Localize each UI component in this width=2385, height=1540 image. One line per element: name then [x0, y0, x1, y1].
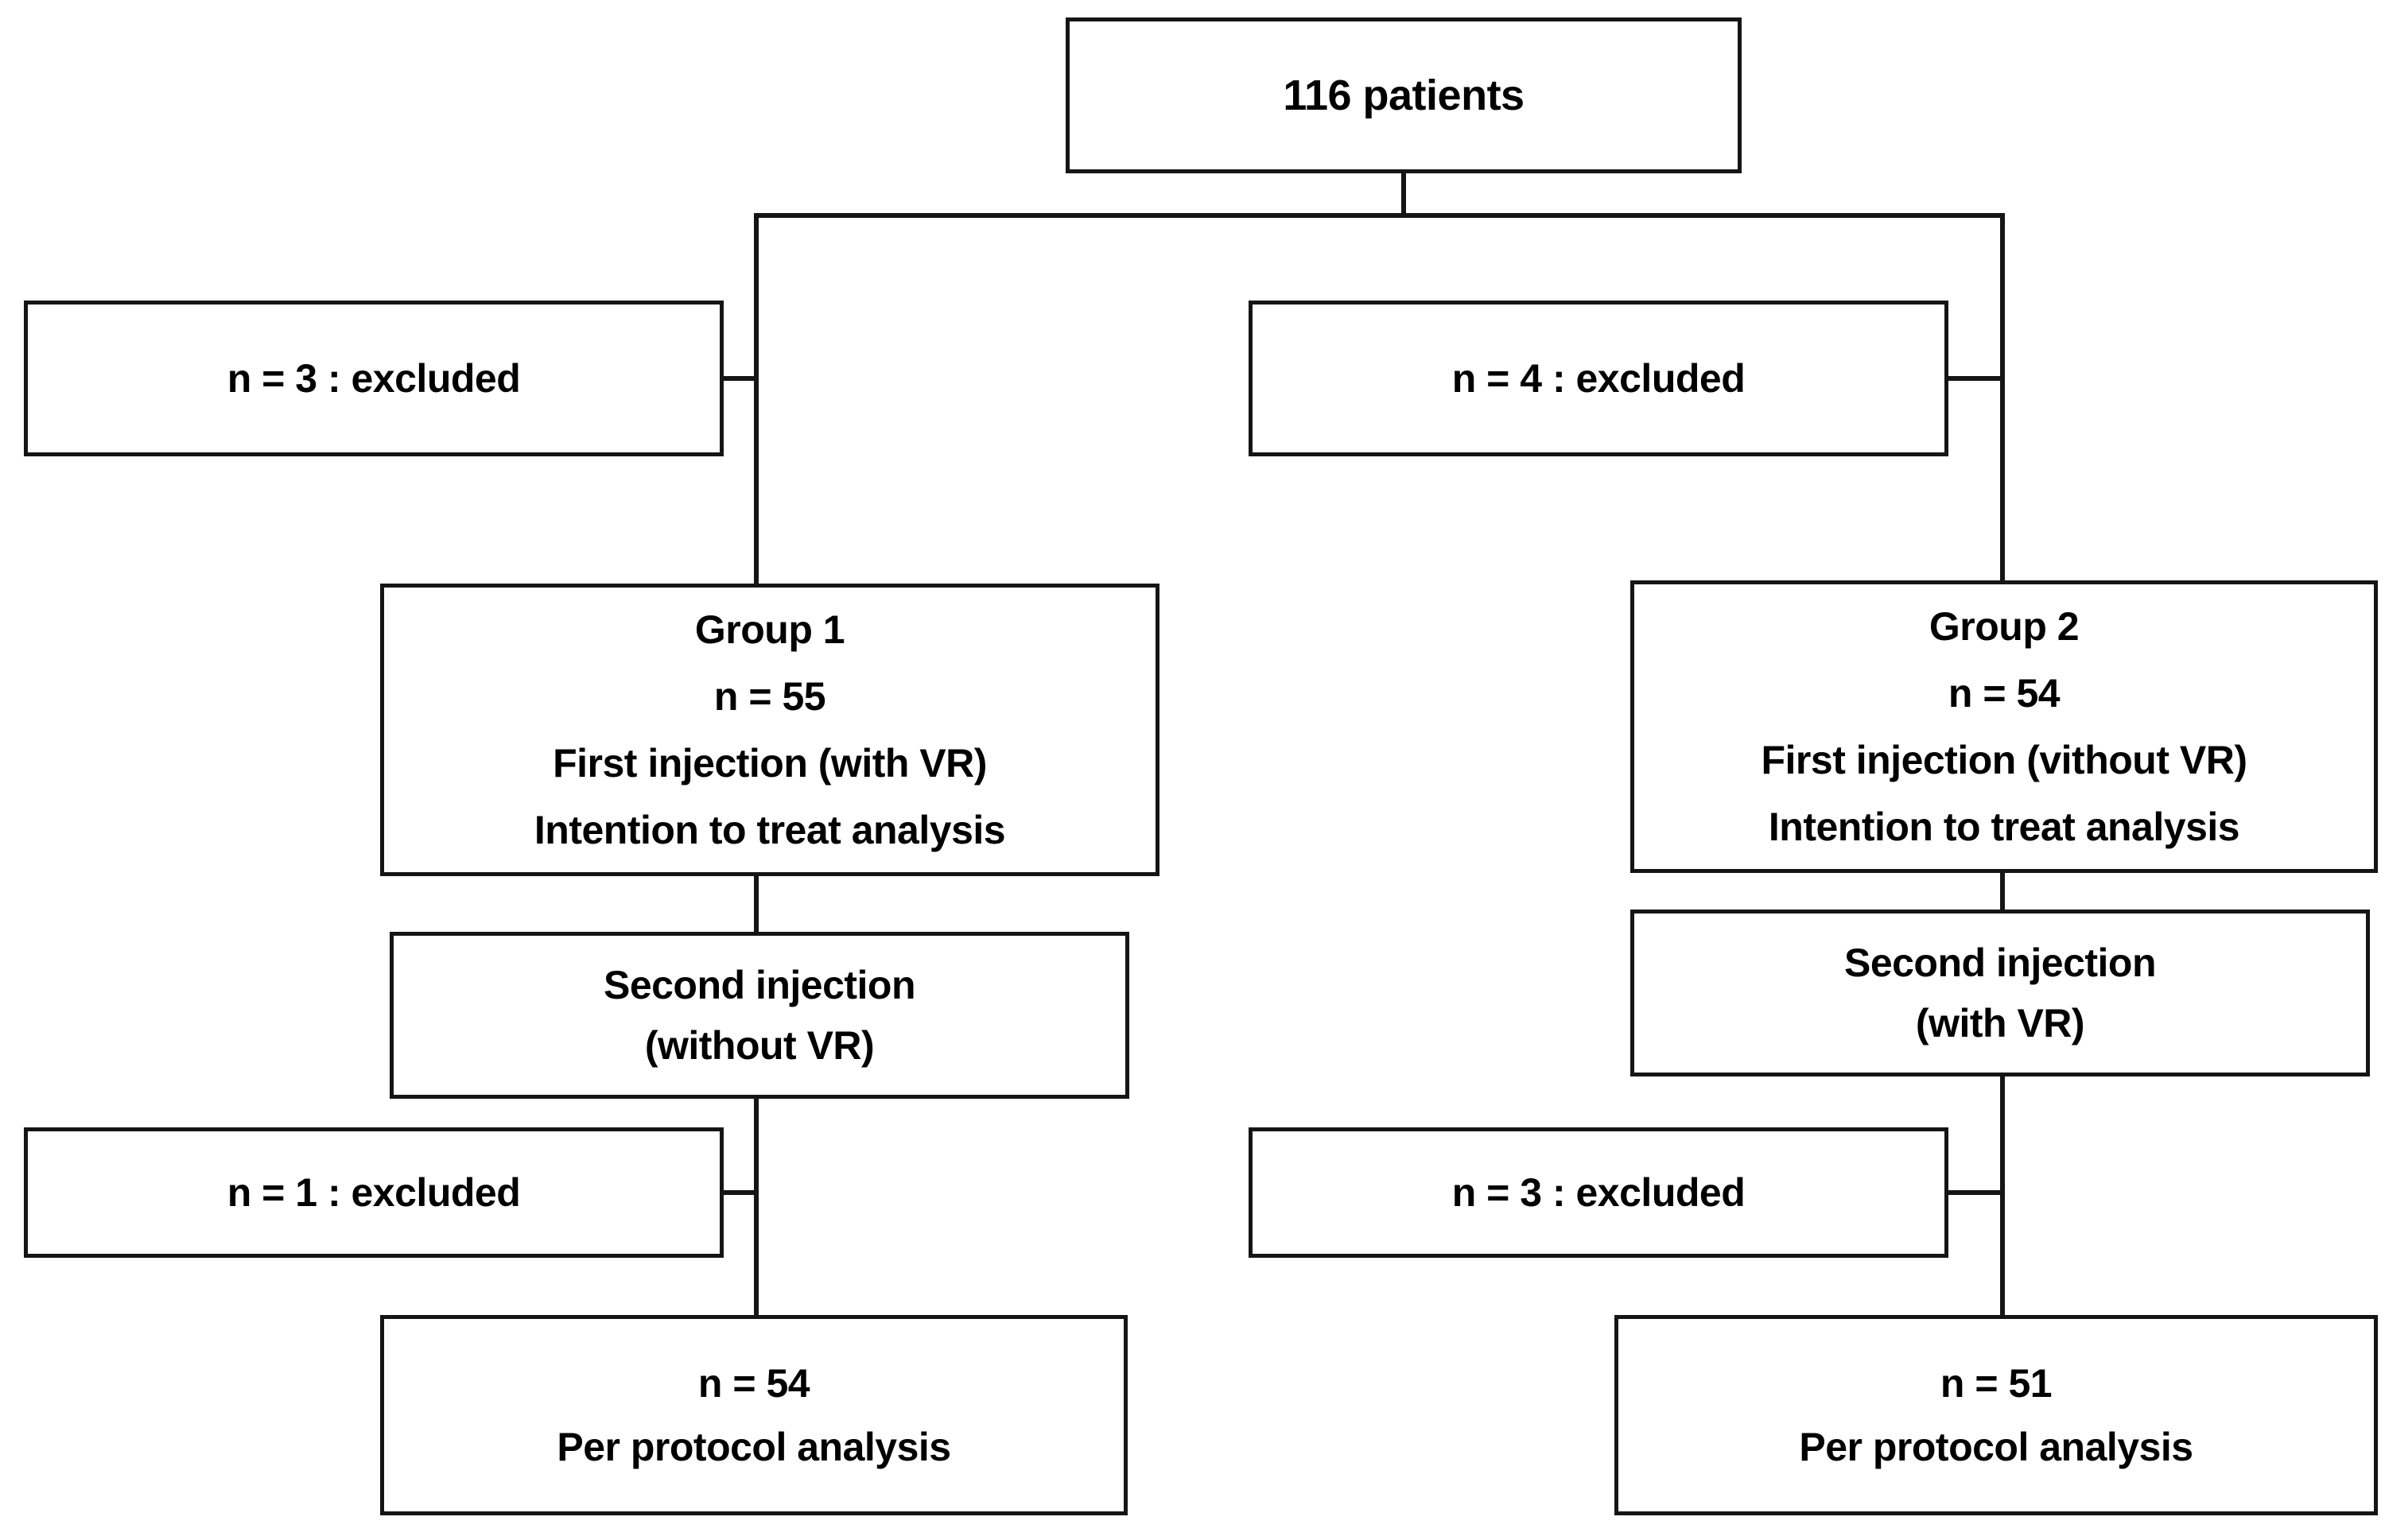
per-protocol-right-count: n = 51: [1940, 1361, 2053, 1406]
group-2-first-injection: First injection (vithout VR): [1761, 738, 2247, 782]
node-per-protocol-left: n = 54 Per protocol analysis: [380, 1315, 1128, 1515]
excluded-right-first-label: n = 4 : excluded: [1451, 356, 1746, 401]
group-1-first-injection: First injection (with VR): [553, 741, 987, 786]
node-group-1: Group 1 n = 55 First injection (with VR)…: [380, 584, 1159, 876]
connector-left-spine-lower: [754, 1096, 759, 1318]
connector-excluded-right-first: [1944, 376, 2003, 381]
node-per-protocol-right: n = 51 Per protocol analysis: [1614, 1315, 2378, 1515]
per-protocol-right-analysis: Per protocol analysis: [1799, 1425, 2193, 1469]
connector-excluded-left-second: [720, 1190, 759, 1195]
connector-total-to-split: [1401, 172, 1406, 218]
node-second-injection-right: Second injection (with VR): [1630, 910, 2370, 1076]
second-injection-left-line2: (without VR): [644, 1023, 875, 1068]
node-second-injection-left: Second injection (without VR): [390, 932, 1129, 1099]
group-1-analysis: Intention to treat analysis: [534, 808, 1006, 852]
node-excluded-right-first: n = 4 : excluded: [1249, 301, 1948, 456]
group-1-count: n = 55: [713, 674, 826, 719]
per-protocol-left-count: n = 54: [697, 1361, 810, 1406]
connector-right-spine-upper: [2000, 213, 2005, 584]
group-1-title: Group 1: [694, 607, 845, 652]
total-patients-label: 116 patients: [1283, 71, 1525, 119]
connector-right-spine-lower: [2000, 1073, 2005, 1318]
per-protocol-left-analysis: Per protocol analysis: [557, 1425, 951, 1469]
excluded-left-first-label: n = 3 : excluded: [227, 356, 521, 401]
excluded-right-second-label: n = 3 : excluded: [1451, 1170, 1746, 1215]
connector-excluded-left-first: [720, 376, 759, 381]
connector-right-spine-middle: [2000, 870, 2005, 913]
excluded-left-second-label: n = 1 : excluded: [227, 1170, 521, 1215]
connector-split-bar: [754, 213, 2005, 218]
node-excluded-left-first: n = 3 : excluded: [24, 301, 724, 456]
second-injection-right-line2: (with VR): [1915, 1001, 2085, 1045]
node-excluded-right-second: n = 3 : excluded: [1249, 1127, 1948, 1258]
node-total-patients: 116 patients: [1066, 17, 1742, 173]
node-excluded-left-second: n = 1 : excluded: [24, 1127, 724, 1258]
second-injection-left-line1: Second injection: [603, 963, 916, 1007]
node-group-2: Group 2 n = 54 First injection (vithout …: [1630, 580, 2378, 873]
group-2-analysis: Intention to treat analysis: [1768, 805, 2240, 849]
group-2-title: Group 2: [1929, 604, 2080, 649]
connector-excluded-right-second: [1944, 1190, 2003, 1195]
connector-left-spine-middle: [754, 873, 759, 935]
connector-left-spine-upper: [754, 213, 759, 587]
second-injection-right-line1: Second injection: [1843, 941, 2157, 985]
group-2-count: n = 54: [1948, 671, 2061, 716]
